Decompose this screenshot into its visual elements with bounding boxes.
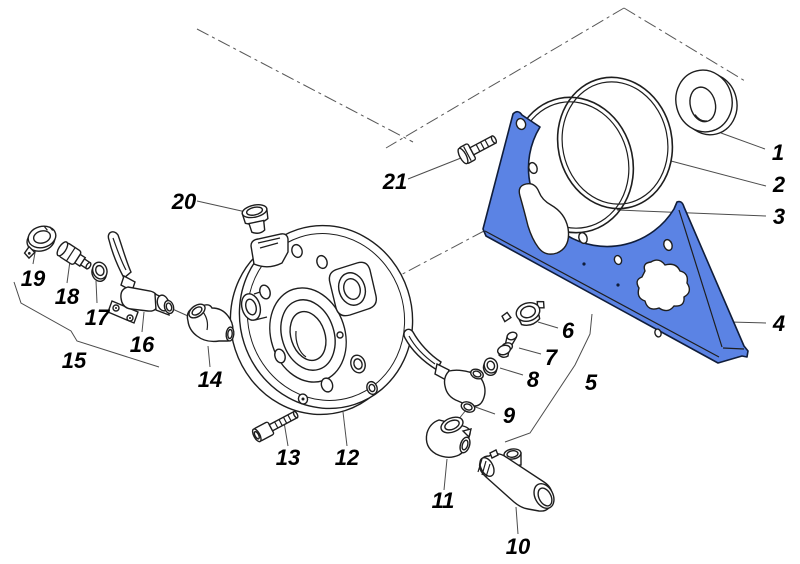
callout-21: 21 (382, 169, 407, 194)
callout-9: 9 (503, 403, 516, 428)
part-19-clamp (23, 225, 57, 260)
callout-14: 14 (198, 367, 222, 392)
callout-8: 8 (527, 367, 540, 392)
callout-10: 10 (506, 534, 531, 559)
callout-5: 5 (585, 370, 598, 395)
callout-3: 3 (773, 204, 785, 229)
callout-13: 13 (276, 445, 300, 470)
part-2-ring (556, 76, 674, 210)
callout-19: 19 (21, 266, 46, 291)
part-1-seal (675, 69, 738, 136)
part-8-washer (482, 357, 499, 377)
callout-6: 6 (562, 318, 575, 343)
callout-4: 4 (772, 311, 785, 336)
callout-16: 16 (130, 332, 155, 357)
part-17-washer (91, 261, 108, 282)
part-10-valve-body (477, 448, 555, 512)
callout-18: 18 (55, 284, 80, 309)
part-20-plug (241, 204, 269, 234)
callout-15: 15 (62, 348, 87, 373)
leader-lines (13, 132, 767, 535)
part-21-hex-bolt (457, 135, 498, 165)
part-13-socket-bolt (251, 410, 299, 443)
callout-2: 2 (772, 172, 786, 197)
part-14-elbow (186, 303, 235, 343)
part-9-ball-valve (403, 328, 486, 413)
part-7-barb (496, 331, 518, 358)
part-4-bracket (482, 110, 749, 364)
callout-1: 1 (772, 140, 784, 165)
callout-12: 12 (335, 445, 360, 470)
callout-7: 7 (545, 345, 559, 370)
part-12-flange (229, 224, 414, 416)
part-16-ball-valve (107, 231, 175, 324)
callouts: 1 2 3 4 5 6 7 8 9 10 11 12 13 14 15 16 1… (21, 140, 786, 559)
part-18-fitting (56, 241, 92, 270)
part-11-elbow (425, 416, 472, 458)
part-6-cap (501, 300, 545, 327)
callout-20: 20 (171, 189, 197, 214)
callout-11: 11 (432, 488, 455, 513)
callout-17: 17 (85, 305, 111, 330)
